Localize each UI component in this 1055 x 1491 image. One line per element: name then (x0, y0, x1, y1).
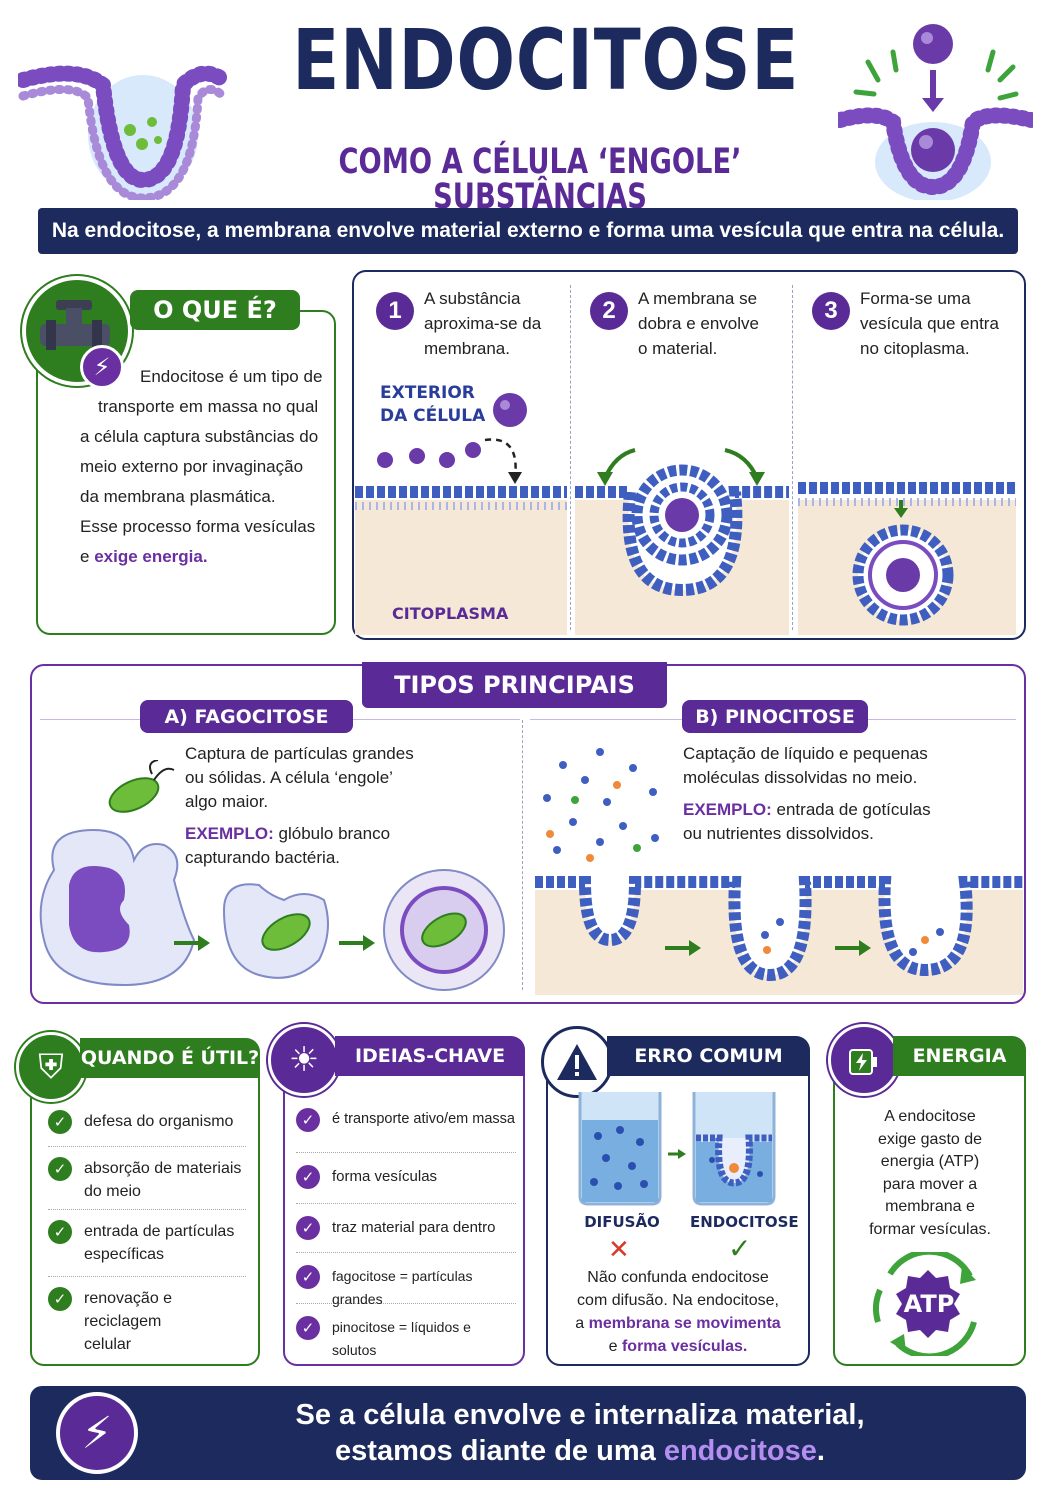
step-number: 2 (590, 292, 628, 330)
warning-triangle-icon (557, 1044, 597, 1080)
check-icon: ✓ (296, 1316, 320, 1340)
wrong-icon: ✕ (608, 1234, 630, 1264)
what-is-heading: O QUE É? (130, 290, 300, 330)
check-icon: ✓ (296, 1165, 320, 1189)
membrane-illustration-left (18, 65, 228, 200)
battery-bolt-icon (849, 1049, 877, 1075)
example-label: EXEMPLO: (185, 824, 274, 843)
page-title: ENDOCITOSE (292, 11, 800, 109)
endocytosis-label: ENDOCITOSE (690, 1213, 799, 1231)
phago-label: A) FAGOCITOSE (140, 700, 353, 733)
step1-illustration (355, 393, 567, 635)
key-ideas-heading: IDEIAS-CHAVE (335, 1036, 525, 1076)
types-heading: TIPOS PRINCIPAIS (362, 662, 667, 708)
what-is-line: Endocitose é um tipo de (140, 367, 323, 386)
footer-highlight: endocitose (663, 1435, 817, 1467)
pipe-icon (40, 300, 110, 350)
check-icon: ✓ (296, 1265, 320, 1289)
footer-line: Se a célula envolve e internaliza materi… (295, 1399, 865, 1431)
common-error-heading: ERRO COMUM (607, 1036, 810, 1076)
atp-label: ATP (903, 1290, 955, 1318)
steps-divider (570, 285, 571, 630)
what-is-text: Endocitose é um tipo de transporte em ma… (80, 362, 330, 572)
check-icon: ✓ (296, 1216, 320, 1240)
steps-divider (792, 285, 793, 630)
battery-icon (828, 1024, 900, 1096)
what-is-line: Esse processo forma vesículas (80, 517, 316, 536)
vesicle-illustration-right (838, 24, 1033, 200)
footer-text: Se a célula envolve e internaliza materi… (160, 1397, 1000, 1469)
step3-illustration (798, 482, 1016, 635)
phagocytosis-illustration (39, 760, 505, 991)
what-is-line: da membrana plasmática. (80, 487, 276, 506)
what-is-line: transporte em massa no qual (98, 397, 319, 416)
warning-icon (541, 1026, 613, 1098)
step-number: 3 (812, 292, 850, 330)
list-item: ✓forma vesículas (296, 1153, 516, 1203)
common-error-text: Não confunda endocitose com difusão. Na … (575, 1269, 781, 1355)
membrane-moves-highlight: membrana se movimenta (588, 1315, 781, 1332)
list-item: ✓traz material para dentro (296, 1204, 516, 1252)
types-divider (522, 720, 523, 990)
atp-cycle-icon (873, 1252, 977, 1356)
key-ideas-card (283, 1052, 525, 1366)
useful-heading: QUANDO É ÚTIL? (80, 1038, 260, 1078)
energy-heading: ENERGIA (893, 1036, 1026, 1076)
what-is-line: meio externo por invaginação (80, 457, 304, 476)
check-icon: ✓ (48, 1110, 72, 1134)
pino-label: B) PINOCITOSE (682, 700, 868, 733)
page-subtitle: COMO A CÉLULA ‘ENGOLE’ SUBSTÂNCIAS (338, 142, 742, 217)
diffusion-vs-endocytosis-illustration (578, 1092, 776, 1206)
pipe-icon-badge (22, 276, 132, 386)
diffusion-label: DIFUSÃO (584, 1213, 660, 1231)
list-item: ✓pinocitose = líquidos e solutos (296, 1304, 516, 1358)
check-icon: ✓ (48, 1157, 72, 1181)
shield-icon: ⛨ (16, 1032, 86, 1102)
key-ideas-list: ✓é transporte ativo/em massa ✓forma vesí… (296, 1108, 516, 1358)
what-is-line: a célula captura substâncias do (80, 427, 319, 446)
forms-vesicles-highlight: forma vesículas. (621, 1338, 748, 1355)
energy-highlight: exige energia. (94, 547, 208, 566)
check-icon: ✓ (48, 1287, 72, 1311)
footer-banner (30, 1386, 1026, 1480)
lightbulb-icon: ☀ (268, 1024, 340, 1096)
useful-list: ✓defesa do organismo ✓absorção de materi… (48, 1110, 246, 1353)
footer-bolt-icon: ⚡ (56, 1392, 138, 1474)
list-item: ✓é transporte ativo/em massa (296, 1108, 516, 1152)
cytoplasm-label: CITOPLASMA (392, 604, 509, 623)
what-is-last-line: e exige energia. (80, 547, 208, 566)
definition-banner: Na endocitose, a membrana envolve materi… (38, 208, 1018, 254)
check-icon: ✓ (48, 1220, 72, 1244)
check-icon: ✓ (296, 1108, 320, 1132)
step2-illustration (575, 448, 789, 635)
correct-icon: ✓ (728, 1233, 752, 1264)
step-number: 1 (376, 292, 414, 330)
list-item: ✓defesa do organismo (48, 1110, 246, 1146)
list-item: ✓fagocitose = partículas grandes (296, 1253, 516, 1307)
energy-bolt-icon: ⚡ (80, 345, 124, 389)
footer-line: estamos diante de uma endocitose. (335, 1435, 825, 1467)
pinocytosis-illustration (535, 748, 1023, 995)
example-label: EXEMPLO: (683, 800, 772, 819)
